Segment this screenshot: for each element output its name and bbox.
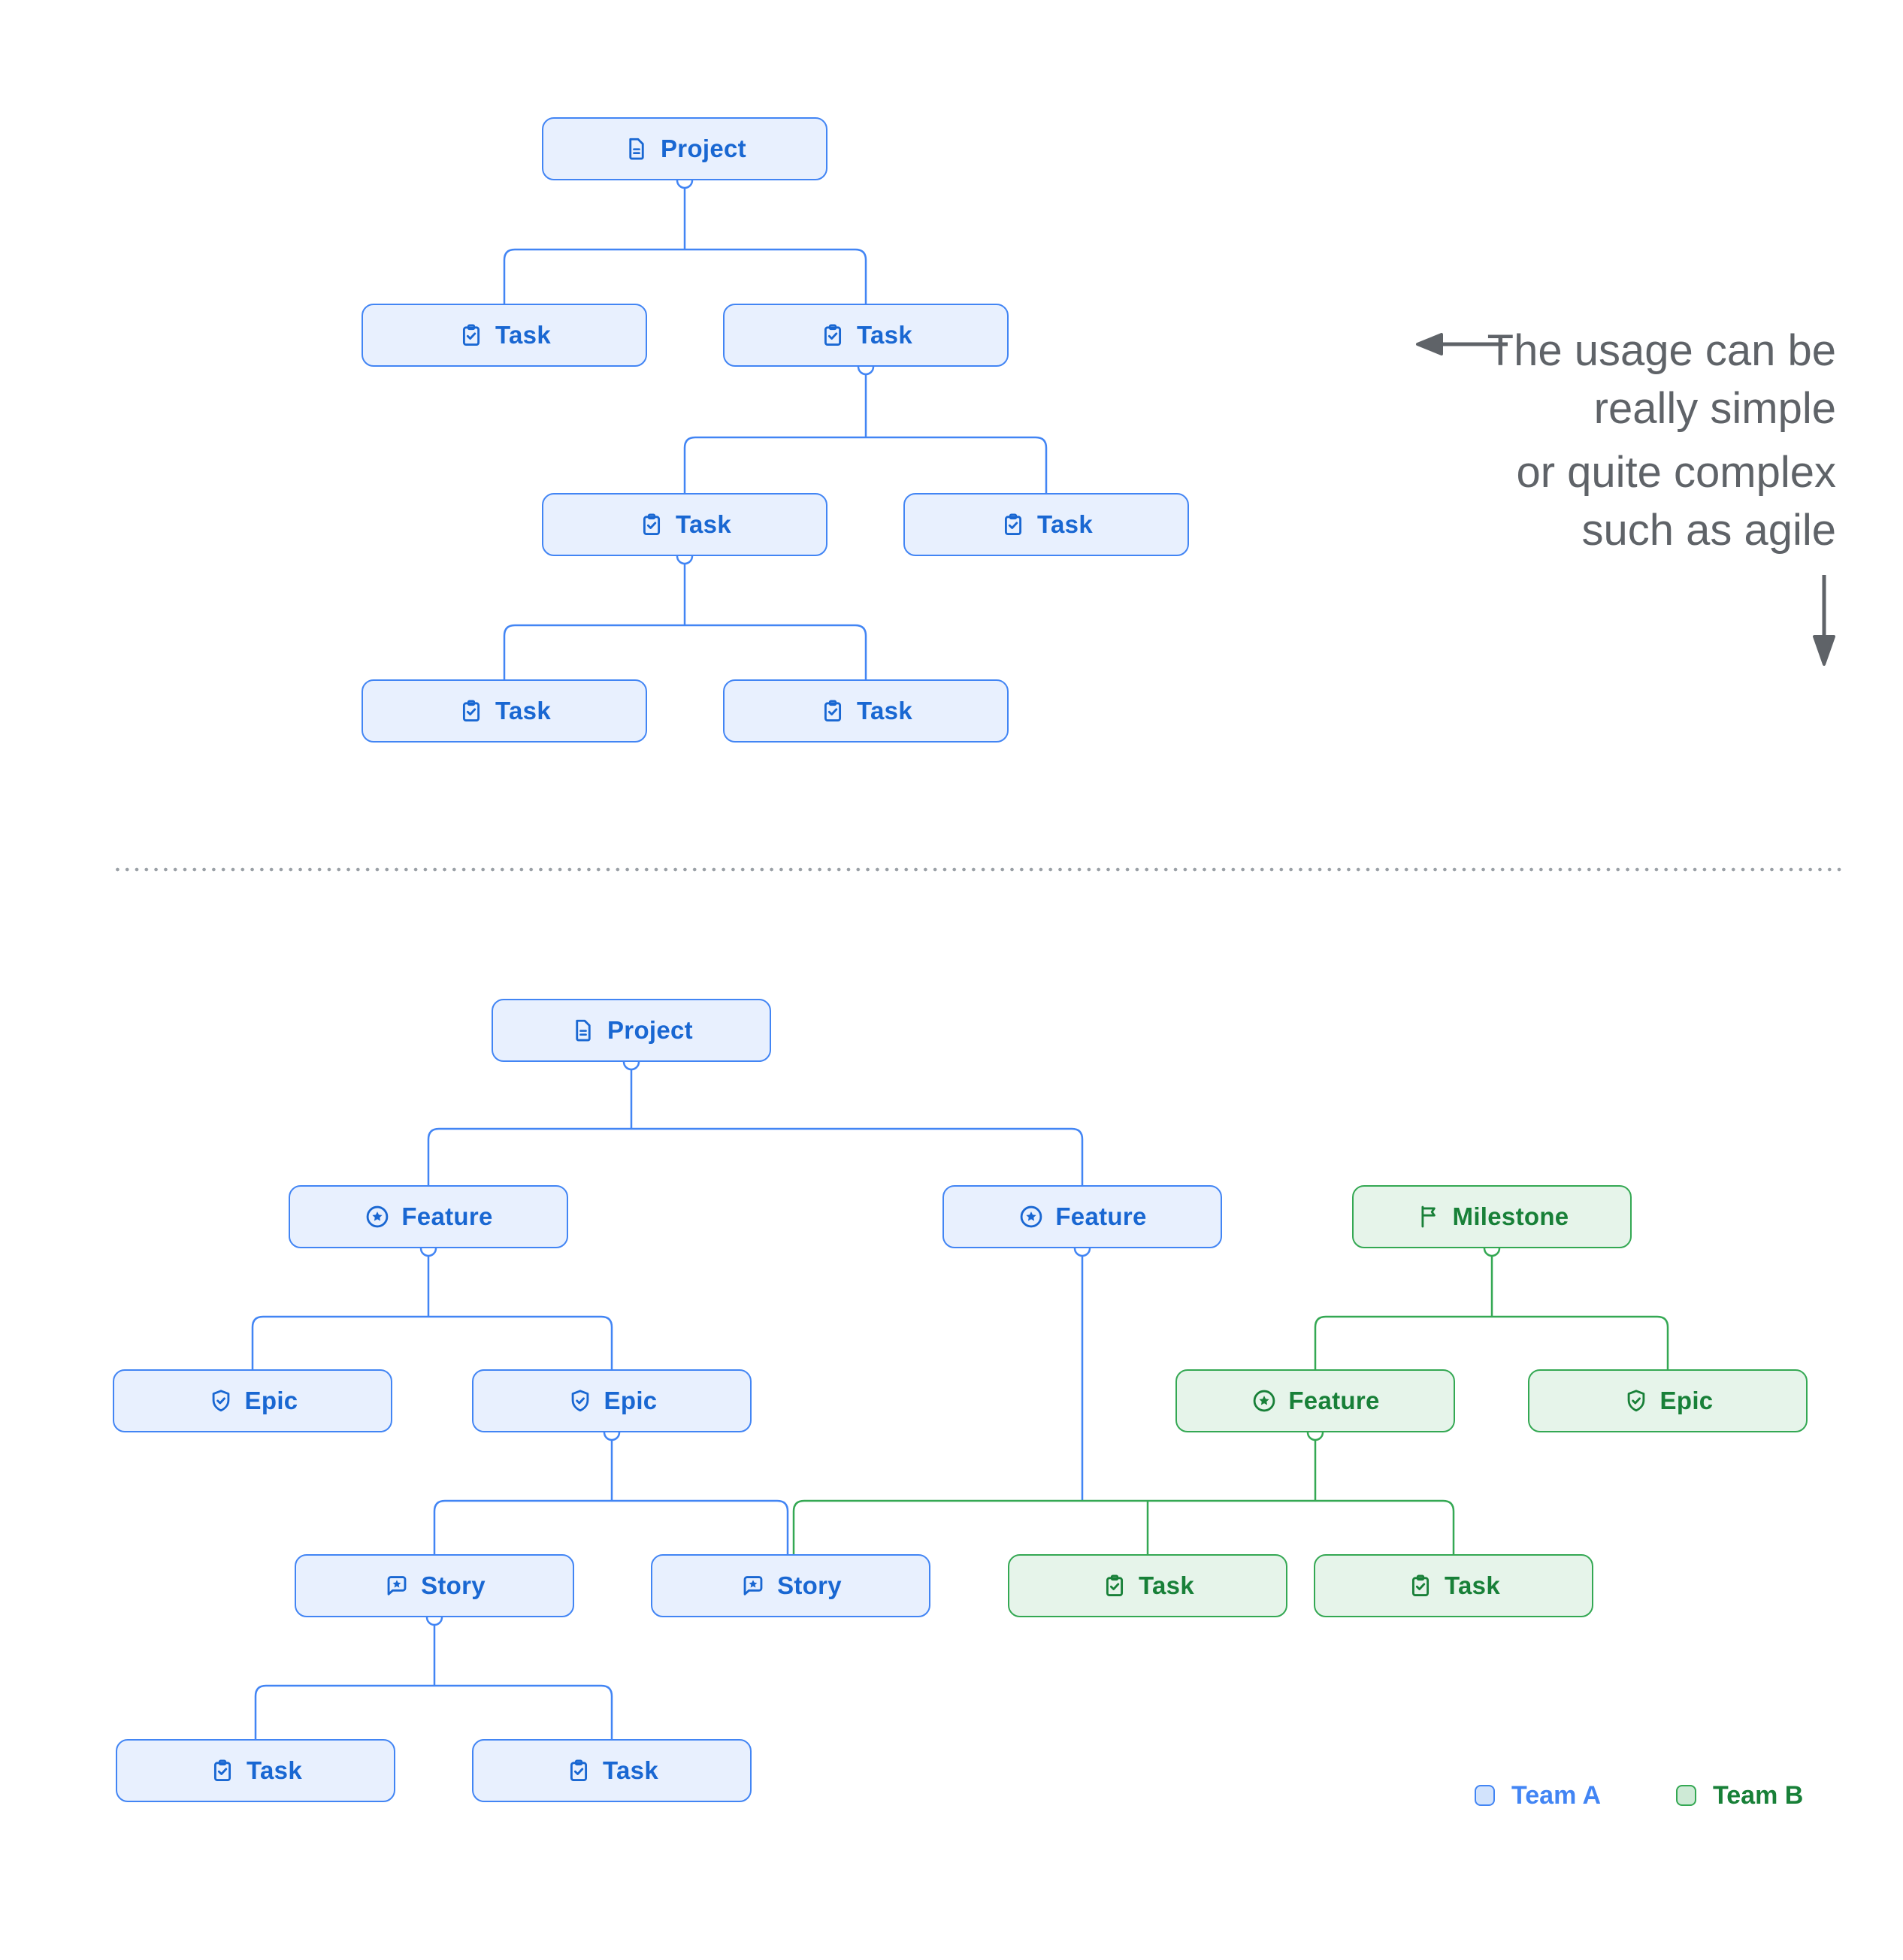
node-task: Task — [903, 493, 1189, 556]
epic-shield-icon — [207, 1387, 234, 1414]
legend-label: Team B — [1713, 1780, 1804, 1810]
down-arrow-icon — [1813, 575, 1835, 666]
node-label: Epic — [1659, 1387, 1714, 1414]
node-label: Feature — [401, 1202, 493, 1230]
node-milestone: Milestone — [1352, 1185, 1632, 1248]
node-task: Task — [472, 1739, 752, 1802]
task-check-icon — [565, 1757, 592, 1784]
node-task: Task — [542, 493, 827, 556]
node-label: Story — [421, 1571, 486, 1599]
dotted-separator — [113, 867, 1846, 872]
annotation-line: really simple — [1593, 384, 1836, 433]
node-label: Epic — [244, 1387, 298, 1414]
node-task: Task — [116, 1739, 395, 1802]
node-task: Task — [362, 679, 647, 743]
document-icon — [623, 135, 650, 162]
node-label: Project — [607, 1016, 693, 1044]
node-label: Epic — [604, 1387, 658, 1414]
node-label: Project — [661, 135, 746, 162]
node-project-agile: Project — [492, 999, 771, 1062]
node-feature-team-b: Feature — [1175, 1369, 1455, 1432]
node-epic-team-b: Epic — [1528, 1369, 1808, 1432]
epic-shield-icon — [1623, 1387, 1650, 1414]
feature-star-icon — [364, 1203, 391, 1230]
team-b-swatch — [1676, 1785, 1696, 1806]
agile-tree-green-edges — [792, 1256, 1669, 1554]
node-task: Task — [362, 304, 647, 367]
node-task-team-b: Task — [1008, 1554, 1287, 1617]
task-check-icon — [638, 511, 665, 538]
simple-tree-edges — [503, 188, 1048, 679]
legend-label: Team A — [1511, 1780, 1602, 1810]
task-check-icon — [1407, 1572, 1434, 1599]
document-icon — [570, 1017, 597, 1044]
task-check-icon — [1000, 511, 1027, 538]
legend-team-b: Team B — [1676, 1780, 1804, 1810]
node-epic: Epic — [113, 1369, 392, 1432]
node-label: Task — [1139, 1571, 1194, 1599]
node-feature: Feature — [942, 1185, 1222, 1248]
node-label: Milestone — [1452, 1202, 1569, 1230]
node-label: Task — [857, 697, 912, 724]
node-epic: Epic — [472, 1369, 752, 1432]
node-task: Task — [723, 304, 1009, 367]
node-label: Task — [603, 1756, 658, 1784]
feature-star-icon — [1251, 1387, 1278, 1414]
node-label: Task — [1445, 1571, 1500, 1599]
node-project-simple: Project — [542, 117, 827, 180]
node-task: Task — [723, 679, 1009, 743]
left-arrow-icon — [1416, 333, 1508, 355]
node-label: Task — [676, 510, 731, 538]
node-label: Task — [247, 1756, 302, 1784]
annotation-line: such as agile — [1581, 506, 1836, 555]
annotation-line: The usage can be — [1487, 326, 1836, 375]
epic-shield-icon — [567, 1387, 594, 1414]
task-check-icon — [819, 322, 846, 349]
node-label: Feature — [1055, 1202, 1147, 1230]
story-bubble-icon — [383, 1572, 410, 1599]
agile-tree-blue-edges — [251, 1069, 1084, 1739]
node-story: Story — [651, 1554, 930, 1617]
node-label: Task — [495, 321, 551, 349]
node-feature: Feature — [289, 1185, 568, 1248]
annotation-text: The usage can be really simple or quite … — [1487, 322, 1836, 559]
node-label: Task — [495, 697, 551, 724]
node-label: Story — [777, 1571, 842, 1599]
legend-team-a: Team A — [1475, 1780, 1602, 1810]
story-bubble-icon — [740, 1572, 767, 1599]
node-label: Task — [1037, 510, 1093, 538]
annotation-line: or quite complex — [1516, 448, 1836, 497]
task-check-icon — [458, 697, 485, 724]
node-task-team-b: Task — [1314, 1554, 1593, 1617]
task-check-icon — [458, 322, 485, 349]
team-a-swatch — [1475, 1785, 1495, 1806]
milestone-flag-icon — [1415, 1203, 1442, 1230]
task-check-icon — [209, 1757, 236, 1784]
task-check-icon — [1101, 1572, 1128, 1599]
feature-star-icon — [1018, 1203, 1045, 1230]
node-story: Story — [295, 1554, 574, 1617]
task-check-icon — [819, 697, 846, 724]
node-label: Feature — [1288, 1387, 1380, 1414]
node-label: Task — [857, 321, 912, 349]
